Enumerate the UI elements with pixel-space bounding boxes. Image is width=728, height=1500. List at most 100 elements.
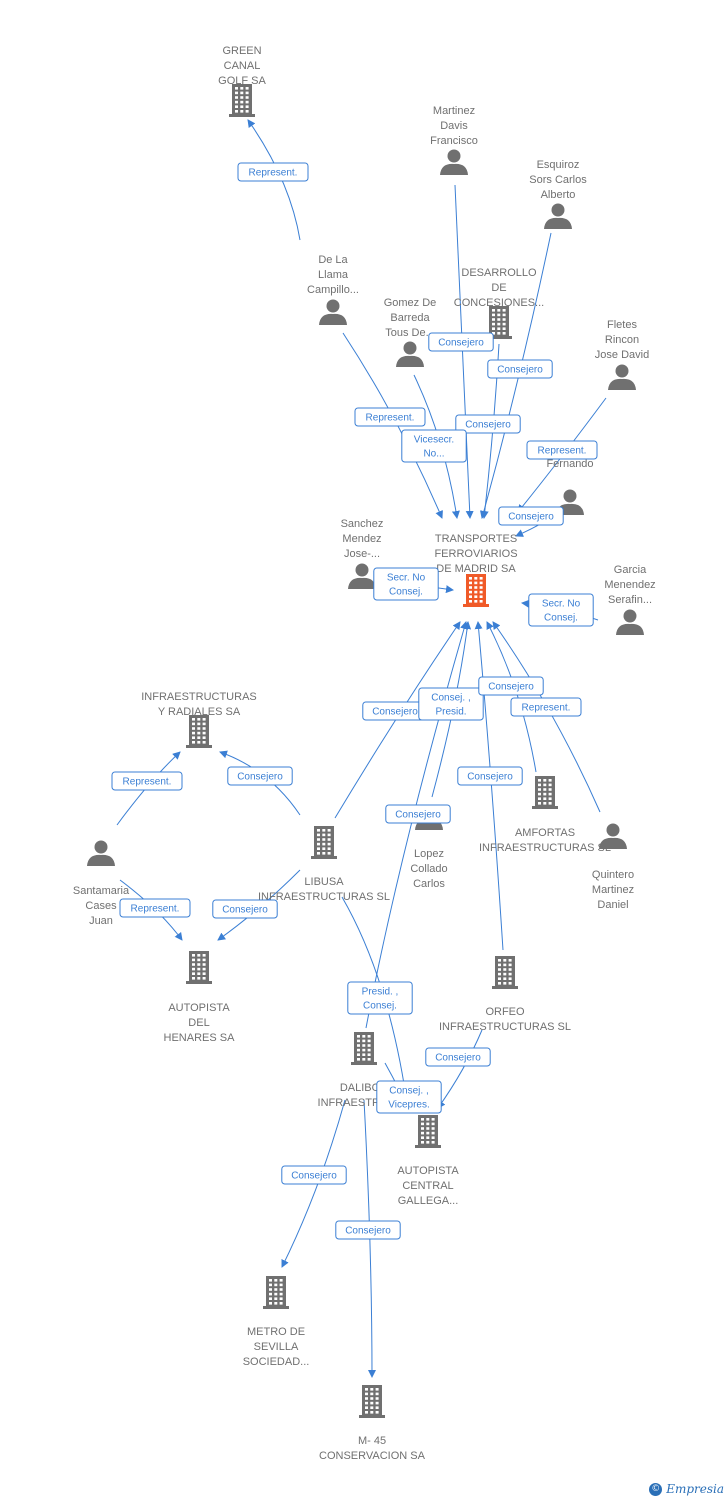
edge-label[interactable]: Consejero [478,676,544,696]
edge-label[interactable]: Consejero [281,1165,347,1185]
edge-label[interactable]: Vicesecr. No... [401,429,467,463]
edge-label-text: Represent. [131,904,180,915]
node-label: Cases [85,900,117,912]
edge-label[interactable]: Represent. [526,440,598,460]
edge-label[interactable]: Consejero [335,1220,401,1240]
node-label: AUTOPISTA [397,1165,459,1177]
edge-label[interactable]: Represent. [111,771,183,791]
node-label: Mendez [342,533,381,545]
edge-label[interactable]: Consejero [498,506,564,526]
node-label: DE MADRID SA [436,563,516,575]
edge-label-text: Presid. [435,707,466,718]
node-label: Jose-... [344,548,380,560]
edge-label[interactable]: Consejero [455,414,521,434]
edge-label-text: No... [423,449,444,460]
node-metro[interactable]: METRO DESEVILLASOCIEDAD... [243,1276,310,1368]
edge-label[interactable]: Represent. [237,162,309,182]
node-label: LIBUSA [304,876,344,888]
node-label: Martinez [433,105,475,117]
edge-label-text: Vicesecr. [414,435,454,446]
edge-label-text: Consej. , [389,1086,428,1097]
edge-label-text: Consejero [222,905,268,916]
edge-label[interactable]: Consej. , Vicepres. [376,1080,442,1114]
node-henares[interactable]: AUTOPISTA DEL HENARES SA [164,951,236,1044]
edge-martinez-to-tfm [454,184,474,519]
edge-label[interactable]: Consej. ,Presid. [418,687,484,721]
node-label: Serafin... [608,594,652,606]
node-delallama[interactable]: De LaLlamaCampillo... [307,254,359,325]
edge-label-text: Consejero [435,1053,481,1064]
person-icon [396,341,424,367]
edge-label-text: Vicepres. [388,1100,430,1111]
edge-label-box [478,676,544,696]
node-label: Garcia [614,564,647,576]
node-label: CONCESIONES... [454,297,544,309]
node-label: AUTOPISTA [168,1002,230,1014]
person-icon [87,840,115,866]
node-sanchez[interactable]: SanchezMendezJose-... [341,518,384,589]
edge-label-text: Represent. [249,168,298,179]
node-label: AMFORTAS [515,827,575,839]
node-label: Carlos [413,878,445,890]
node-label: GREEN [222,45,261,57]
edge-label[interactable]: Represent. [510,697,582,717]
edge-label[interactable]: Presid. ,Consej. [347,981,413,1015]
building-icon [351,1032,377,1065]
node-garcia[interactable]: GarciaMenendezSerafin... [604,564,656,635]
person-icon [599,823,627,849]
footer-brand[interactable]: © Empresia [649,1482,724,1496]
edge-label-box [376,1080,442,1114]
person-icon [608,364,636,390]
edge-label-text: Represent. [538,446,587,457]
node-label: HENARES SA [164,1032,236,1044]
edge-label[interactable]: Consejero [457,766,523,786]
edge-label[interactable]: Consejero [385,804,451,824]
building-icon [229,84,255,117]
edge-label[interactable]: Consejero [425,1047,491,1067]
edge-label[interactable]: Represent. [119,898,191,918]
edge-label-box [373,567,439,601]
edge-label-text: Presid. , [362,987,399,998]
edge-label-text: Consejero [497,365,543,376]
node-label: GALLEGA... [398,1195,459,1207]
edge-label-box [526,440,598,460]
node-label: CANAL [224,60,261,72]
edge-label[interactable]: Consejero [227,766,293,786]
edge-label[interactable]: Consejero [487,359,553,379]
node-desarrollo[interactable]: DESARROLLODECONCESIONES... [454,267,544,339]
node-label: INFRAESTRUCTURAS [141,691,257,703]
node-label: Quintero [592,869,634,881]
edge-dalibor-to-m45 [363,1099,376,1378]
node-label: Jose David [595,349,649,361]
node-label: Collado [410,863,447,875]
edge-label[interactable]: Consejero [362,701,428,721]
node-autopista_central[interactable]: AUTOPISTACENTRALGALLEGA... [397,1115,459,1207]
node-label: Davis [440,120,468,132]
edge-label[interactable]: Consejero [428,332,494,352]
node-label: Francisco [430,135,478,147]
node-label: Esquiroz [537,159,580,171]
person-icon [616,609,644,635]
node-label: Martinez [592,884,634,896]
edge-label-box [425,1047,491,1067]
node-label: DEL [188,1017,209,1029]
edge-label[interactable]: Represent. [354,407,426,427]
edge-label[interactable]: Consejero [212,899,278,919]
node-label: Tous De... [385,327,435,339]
